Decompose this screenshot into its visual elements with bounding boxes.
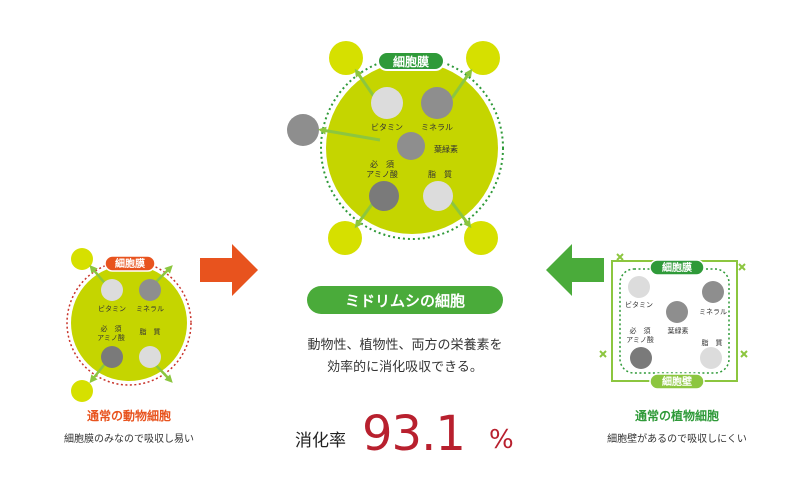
mineral-label: ミネラル	[136, 305, 164, 313]
release-arrow	[318, 126, 381, 142]
digestion-rate-value: 93.1	[362, 406, 465, 462]
vitamin-label: ビタミン	[625, 300, 653, 309]
blocked-x-icon	[738, 263, 746, 271]
plant-cell-caption: 細胞壁があるので吸収しにくい	[607, 432, 747, 445]
orange-arrow	[200, 244, 258, 296]
plant-cell: ビタミン ミネラル 葉緑素 必 須 アミノ酸 脂 質 細胞膜 細胞壁 通常の植物…	[599, 253, 748, 445]
animal-cell-caption: 細胞膜のみなので吸収し易い	[64, 432, 194, 445]
membrane-badge	[377, 51, 445, 71]
lipid-label: 脂 質	[140, 327, 161, 336]
nutrient-blob	[329, 41, 363, 75]
membrane-badge	[649, 259, 705, 276]
wall-badge-label: 細胞壁	[662, 375, 692, 388]
cell-membrane-dots	[320, 56, 504, 240]
release-arrow	[450, 68, 473, 99]
amino-label-line1: 必 須	[370, 159, 394, 169]
amino-label-line2: アミノ酸	[366, 169, 398, 179]
green-arrow	[546, 244, 604, 296]
lipid-label: 脂 質	[428, 169, 452, 179]
blocked-x-icon	[616, 253, 624, 261]
amino-particle	[101, 346, 123, 368]
wall-badge	[649, 373, 705, 390]
vitamin-particle	[371, 87, 403, 119]
animal-cell-title: 通常の動物細胞	[87, 408, 171, 423]
release-arrow	[448, 199, 472, 229]
lipid-label: 脂 質	[702, 338, 723, 347]
amino-particle	[630, 347, 652, 369]
chlorophyll-label: 葉緑素	[668, 326, 689, 335]
digestion-rate-unit: %	[489, 425, 514, 455]
cell-body	[71, 265, 187, 381]
nutrient-blob	[71, 380, 93, 402]
cell-membrane-dots	[66, 260, 192, 386]
chlorophyll-label: 葉緑素	[434, 144, 458, 154]
nutrient-blob	[71, 248, 93, 270]
chlorophyll-particle	[397, 132, 425, 160]
blocked-marks	[599, 253, 748, 358]
mineral-label: ミネラル	[421, 123, 453, 132]
lipid-particle	[700, 347, 722, 369]
lipid-particle	[423, 181, 453, 211]
nutrient-blob	[466, 41, 500, 75]
vitamin-particle	[628, 276, 650, 298]
amino-label-line1: 必 須	[630, 326, 651, 335]
digestion-rate-label: 消化率	[295, 431, 346, 451]
nutrient-blob-gray	[287, 114, 319, 146]
plant-cell-title: 通常の植物細胞	[635, 408, 719, 423]
nutrient-blob	[464, 221, 498, 255]
mineral-particle	[139, 279, 161, 301]
amino-particle	[369, 181, 399, 211]
euglena-pill-label: ミドリムシの細胞	[345, 292, 465, 310]
blocked-x-icon	[599, 350, 607, 358]
mineral-particle	[702, 281, 724, 303]
release-arrow	[354, 68, 377, 99]
vitamin-label: ビタミン	[371, 123, 403, 132]
membrane-badge-label: 細胞膜	[393, 54, 429, 69]
lipid-particle	[139, 346, 161, 368]
amino-label-line2: アミノ酸	[97, 333, 125, 342]
animal-cell: ビタミン ミネラル 必 須 アミノ酸 脂 質 細胞膜 通常の動物細胞 細胞膜のみ…	[64, 248, 194, 445]
chlorophyll-particle	[666, 301, 688, 323]
mineral-particle	[421, 87, 453, 119]
euglena-cell: ビタミン ミネラル 葉緑素 必 須 アミノ酸 脂 質 細胞膜	[287, 41, 504, 255]
membrane-badge	[104, 255, 156, 272]
amino-label-line1: 必 須	[101, 324, 122, 333]
euglena-pill	[307, 286, 503, 314]
membrane-badge-label: 細胞膜	[662, 261, 692, 274]
blocked-x-icon	[740, 350, 748, 358]
nutrient-blob	[328, 221, 362, 255]
mineral-label: ミネラル	[699, 308, 727, 316]
vitamin-label: ビタミン	[98, 304, 126, 313]
description-line1: 動物性、植物性、両方の栄養素を	[307, 337, 502, 353]
membrane-badge-label: 細胞膜	[115, 257, 145, 270]
euglena-summary: ミドリムシの細胞 動物性、植物性、両方の栄養素を 効率的に消化吸収できる。 消化…	[295, 286, 514, 462]
amino-label-line2: アミノ酸	[626, 335, 654, 344]
description-line2: 効率的に消化吸収できる。	[327, 359, 483, 375]
vitamin-particle	[101, 279, 123, 301]
